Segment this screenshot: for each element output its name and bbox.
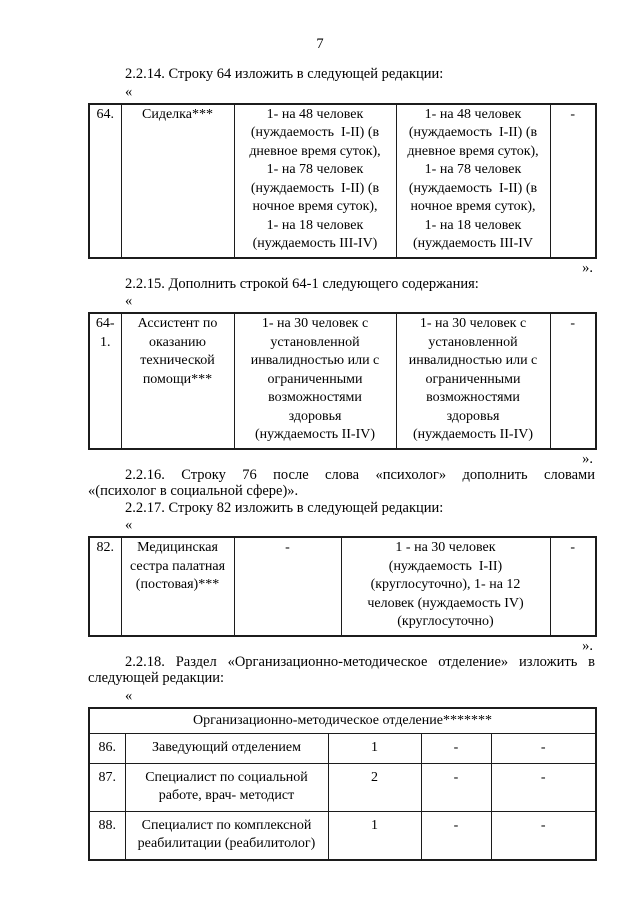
cell-row-number: 64. (88, 103, 122, 258)
cell-position-name: Сиделка*** (120, 103, 235, 258)
paragraph-2-2-15: 2.2.15. Дополнить строкой 64-1 следующег… (125, 275, 479, 292)
open-quote-mark-1: « (125, 83, 133, 100)
paragraph-2-2-14: 2.2.14. Строку 64 изложить в следующей р… (125, 66, 444, 82)
org-table-title: Организационно-методическое отделение***… (88, 707, 597, 734)
paragraph-2-2-18-line-2: следующей редакции: (88, 670, 225, 686)
cell-staff-norm-2: 1- на 48 человек (нуждаемость I-II) (в д… (395, 103, 551, 258)
cell-staff-norm-2: 1 - на 30 человек (нуждаемость I-II) (кр… (340, 536, 551, 636)
cell-note: - (549, 312, 597, 449)
cell-row-number: 86. (88, 733, 126, 764)
cell-staff-count: 1 (327, 810, 422, 860)
cell-dash-1: - (420, 810, 492, 860)
cell-dash-1: - (420, 733, 492, 764)
paragraph-2-2-18: 2.2.18. Раздел «Организационно-методичес… (88, 654, 595, 687)
document-page: 7 2.2.14. Строку 64 изложить в следующей… (88, 36, 598, 861)
cell-staff-count: 1 (327, 733, 422, 764)
staffing-table-64: 64. Сиделка*** 1- на 48 человек (нуждаем… (88, 102, 597, 259)
cell-note: - (549, 103, 597, 258)
cell-staff-norm-1: 1- на 48 человек (нуждаемость I-II) (в д… (233, 103, 397, 258)
close-quote-mark-2: ». (582, 450, 593, 467)
cell-staff-norm-1: - (233, 536, 342, 636)
cell-staff-norm-1: 1- на 30 человек с установленной инвалид… (233, 312, 397, 449)
org-table-header-row: Организационно-методическое отделение***… (88, 707, 597, 734)
open-quote-mark-2: « (125, 293, 133, 309)
cell-dash-2: - (490, 762, 597, 812)
cell-note: - (549, 536, 597, 636)
cell-row-number: 64-1. (88, 312, 122, 449)
cell-dash-2: - (490, 810, 597, 860)
table-row-86: 86. Заведующий отделением 1 - - (88, 733, 597, 764)
paragraph-2-2-16: 2.2.16. Строку 76 после слова «психолог»… (88, 467, 595, 500)
close-quote-mark-3: ». (582, 637, 593, 654)
paragraph-2-2-16-line-1: 2.2.16. Строку 76 после слова «психолог»… (125, 466, 595, 483)
staffing-table-82: 82. Медицинская сестра палатная (постова… (88, 536, 597, 637)
staffing-table-64-1: 64-1. Ассистент по оказанию технической … (88, 312, 597, 450)
cell-staff-norm-2: 1- на 30 человек с установленной инвалид… (395, 312, 551, 449)
cell-position-name: Специалист по социальной работе, врач- м… (124, 762, 329, 812)
table-row-64-1: 64-1. Ассистент по оказанию технической … (88, 312, 597, 449)
paragraph-2-2-18-line-1: 2.2.18. Раздел «Организационно-методичес… (125, 653, 595, 670)
cell-row-number: 88. (88, 810, 126, 860)
open-quote-mark-3: « (125, 517, 133, 533)
close-quote-mark-1: ». (582, 259, 593, 276)
table-row-82: 82. Медицинская сестра палатная (постова… (88, 536, 597, 636)
paragraph-2-2-16-line-2: «(психолог в социальной сфере)». (88, 483, 299, 499)
cell-dash-2: - (490, 733, 597, 764)
paragraph-2-2-17: 2.2.17. Строку 82 изложить в следующей р… (125, 499, 444, 516)
table-row-87: 87. Специалист по социальной работе, вра… (88, 762, 597, 812)
table-row-88: 88. Специалист по комплексной реабилитац… (88, 810, 597, 860)
cell-position-name: Специалист по комплексной реабилитации (… (124, 810, 329, 860)
cell-dash-1: - (420, 762, 492, 812)
cell-row-number: 87. (88, 762, 126, 812)
page-number: 7 (316, 36, 324, 52)
cell-position-name: Медицинская сестра палатная (постовая)**… (120, 536, 235, 636)
table-row-64: 64. Сиделка*** 1- на 48 человек (нуждаем… (88, 103, 597, 258)
cell-position-name: Заведующий отделением (124, 733, 329, 764)
cell-position-name: Ассистент по оказанию технической помощи… (120, 312, 235, 449)
open-quote-mark-4: « (125, 687, 133, 704)
cell-row-number: 82. (88, 536, 122, 636)
cell-staff-count: 2 (327, 762, 422, 812)
org-method-department-table: Организационно-методическое отделение***… (88, 706, 598, 861)
